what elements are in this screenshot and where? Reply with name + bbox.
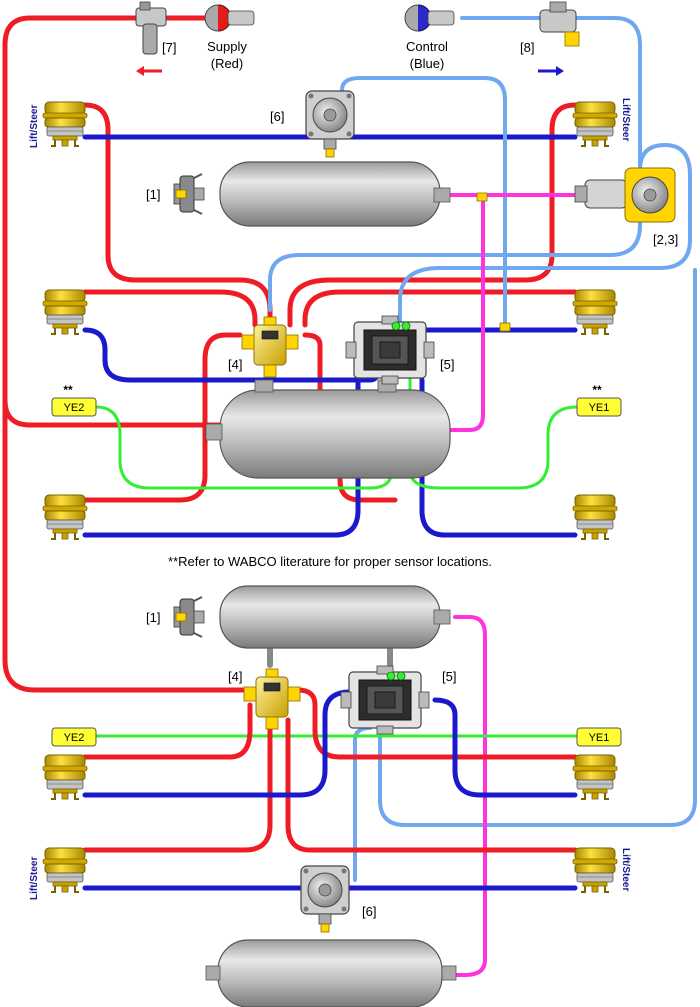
pressure-protection-valve-icon — [539, 1, 580, 47]
sensor-tag-ye2-upper: YE2 ** — [51, 383, 97, 417]
upper-liftsteer-right-red — [287, 102, 578, 328]
lower-reservoir-tank — [219, 585, 451, 649]
label-control-color: (Blue) — [410, 56, 445, 71]
direction-arrow-icon — [538, 66, 564, 76]
upper-axle1-right-red — [302, 289, 578, 328]
sensor-tag-ye2-lower: YE2 — [51, 727, 97, 747]
svg-text:YE2: YE2 — [64, 402, 85, 414]
air-bag-icon — [572, 289, 618, 335]
svg-text:YE2: YE2 — [64, 732, 85, 744]
lower-liftsteer-right-red — [285, 717, 578, 853]
upper-reservoir-tank — [219, 161, 451, 227]
relay-valve-icon — [300, 865, 350, 933]
air-bag-icon — [572, 494, 618, 540]
control-lower-loop — [378, 268, 697, 827]
sensor-ye1-upper-line — [408, 328, 579, 490]
ref-1-upper: [1] — [146, 187, 160, 202]
bottom-reservoir-tank — [205, 939, 457, 1007]
ref-5-upper: [5] — [440, 357, 454, 372]
ref-4-upper: [4] — [228, 357, 242, 372]
svg-text:YE1: YE1 — [589, 732, 610, 744]
control-loop-right — [398, 143, 692, 327]
drain-valve-icon — [173, 173, 205, 215]
control-line-main — [460, 16, 642, 172]
lift-steer-label-lower-left: Lift/Steer — [29, 857, 40, 900]
supply-line-main — [2, 15, 261, 693]
direction-arrow-icon — [136, 66, 162, 76]
ref-5-lower: [5] — [442, 669, 456, 684]
air-bag-icon — [42, 289, 88, 335]
spring-brake-valve-icon — [574, 167, 676, 223]
upper-axle1-red — [82, 289, 258, 328]
lift-steer-label-upper-left: Lift/Steer — [29, 105, 40, 148]
svg-text:YE1: YE1 — [589, 402, 610, 414]
upper-axle2-right-blue — [419, 377, 578, 538]
drain-valve-icon — [173, 596, 205, 638]
upper-liftsteer-left-red — [82, 102, 273, 328]
line-filter-icon — [135, 1, 167, 55]
svg-text:**: ** — [592, 383, 602, 397]
air-bag-icon — [42, 494, 88, 540]
sensor-tag-ye1-lower: YE1 — [576, 727, 622, 747]
lower-axle-left-red — [82, 702, 253, 760]
control-lower — [353, 726, 372, 882]
aux-line-tank — [448, 198, 485, 432]
label-supply: Supply — [207, 39, 247, 54]
gladhand-icon — [404, 4, 455, 32]
ref-23: [2,3] — [653, 232, 678, 247]
air-bag-icon — [572, 101, 618, 147]
label-control: Control — [406, 39, 448, 54]
control-to-upper-relay — [340, 76, 507, 327]
tee-fitting-icon — [476, 192, 488, 202]
control-to-upper-leveling — [268, 198, 642, 312]
ref-4-lower: [4] — [228, 669, 242, 684]
lower-axle-left-blue — [82, 689, 353, 798]
air-bag-icon — [42, 847, 88, 893]
svg-text:**: ** — [63, 383, 73, 397]
middle-reservoir-tank — [205, 379, 451, 479]
upper-axle2-left-blue — [82, 377, 361, 538]
ref-8: [8] — [520, 40, 534, 55]
sensor-ye2-upper-line — [94, 328, 394, 490]
ref-7: [7] — [162, 40, 176, 55]
lift-steer-label-lower-right: Lift/Steer — [620, 848, 631, 891]
abs-modulator-icon — [345, 315, 435, 385]
air-bag-icon — [42, 754, 88, 800]
lower-axle-right-blue — [432, 697, 578, 798]
lift-steer-label-upper-right: Lift/Steer — [620, 98, 631, 141]
tee-fitting-icon — [499, 322, 511, 332]
upper-valve-drop-red — [82, 332, 243, 503]
label-supply-color: (Red) — [211, 56, 244, 71]
air-bag-icon — [42, 101, 88, 147]
sensor-tag-ye1-upper: YE1 ** — [576, 383, 622, 417]
abs-modulator-icon — [340, 665, 430, 735]
relay-valve-icon — [305, 90, 355, 158]
lower-liftsteer-left-red — [82, 717, 273, 853]
ref-1-lower: [1] — [146, 610, 160, 625]
air-bag-icon — [572, 847, 618, 893]
sensor-location-note: **Refer to WABCO literature for proper s… — [168, 554, 492, 569]
ref-6-upper: [6] — [270, 109, 284, 124]
lower-axle-right-red — [295, 687, 578, 760]
air-bag-icon — [572, 754, 618, 800]
ref-6-lower: [6] — [362, 904, 376, 919]
gladhand-icon — [204, 4, 255, 32]
